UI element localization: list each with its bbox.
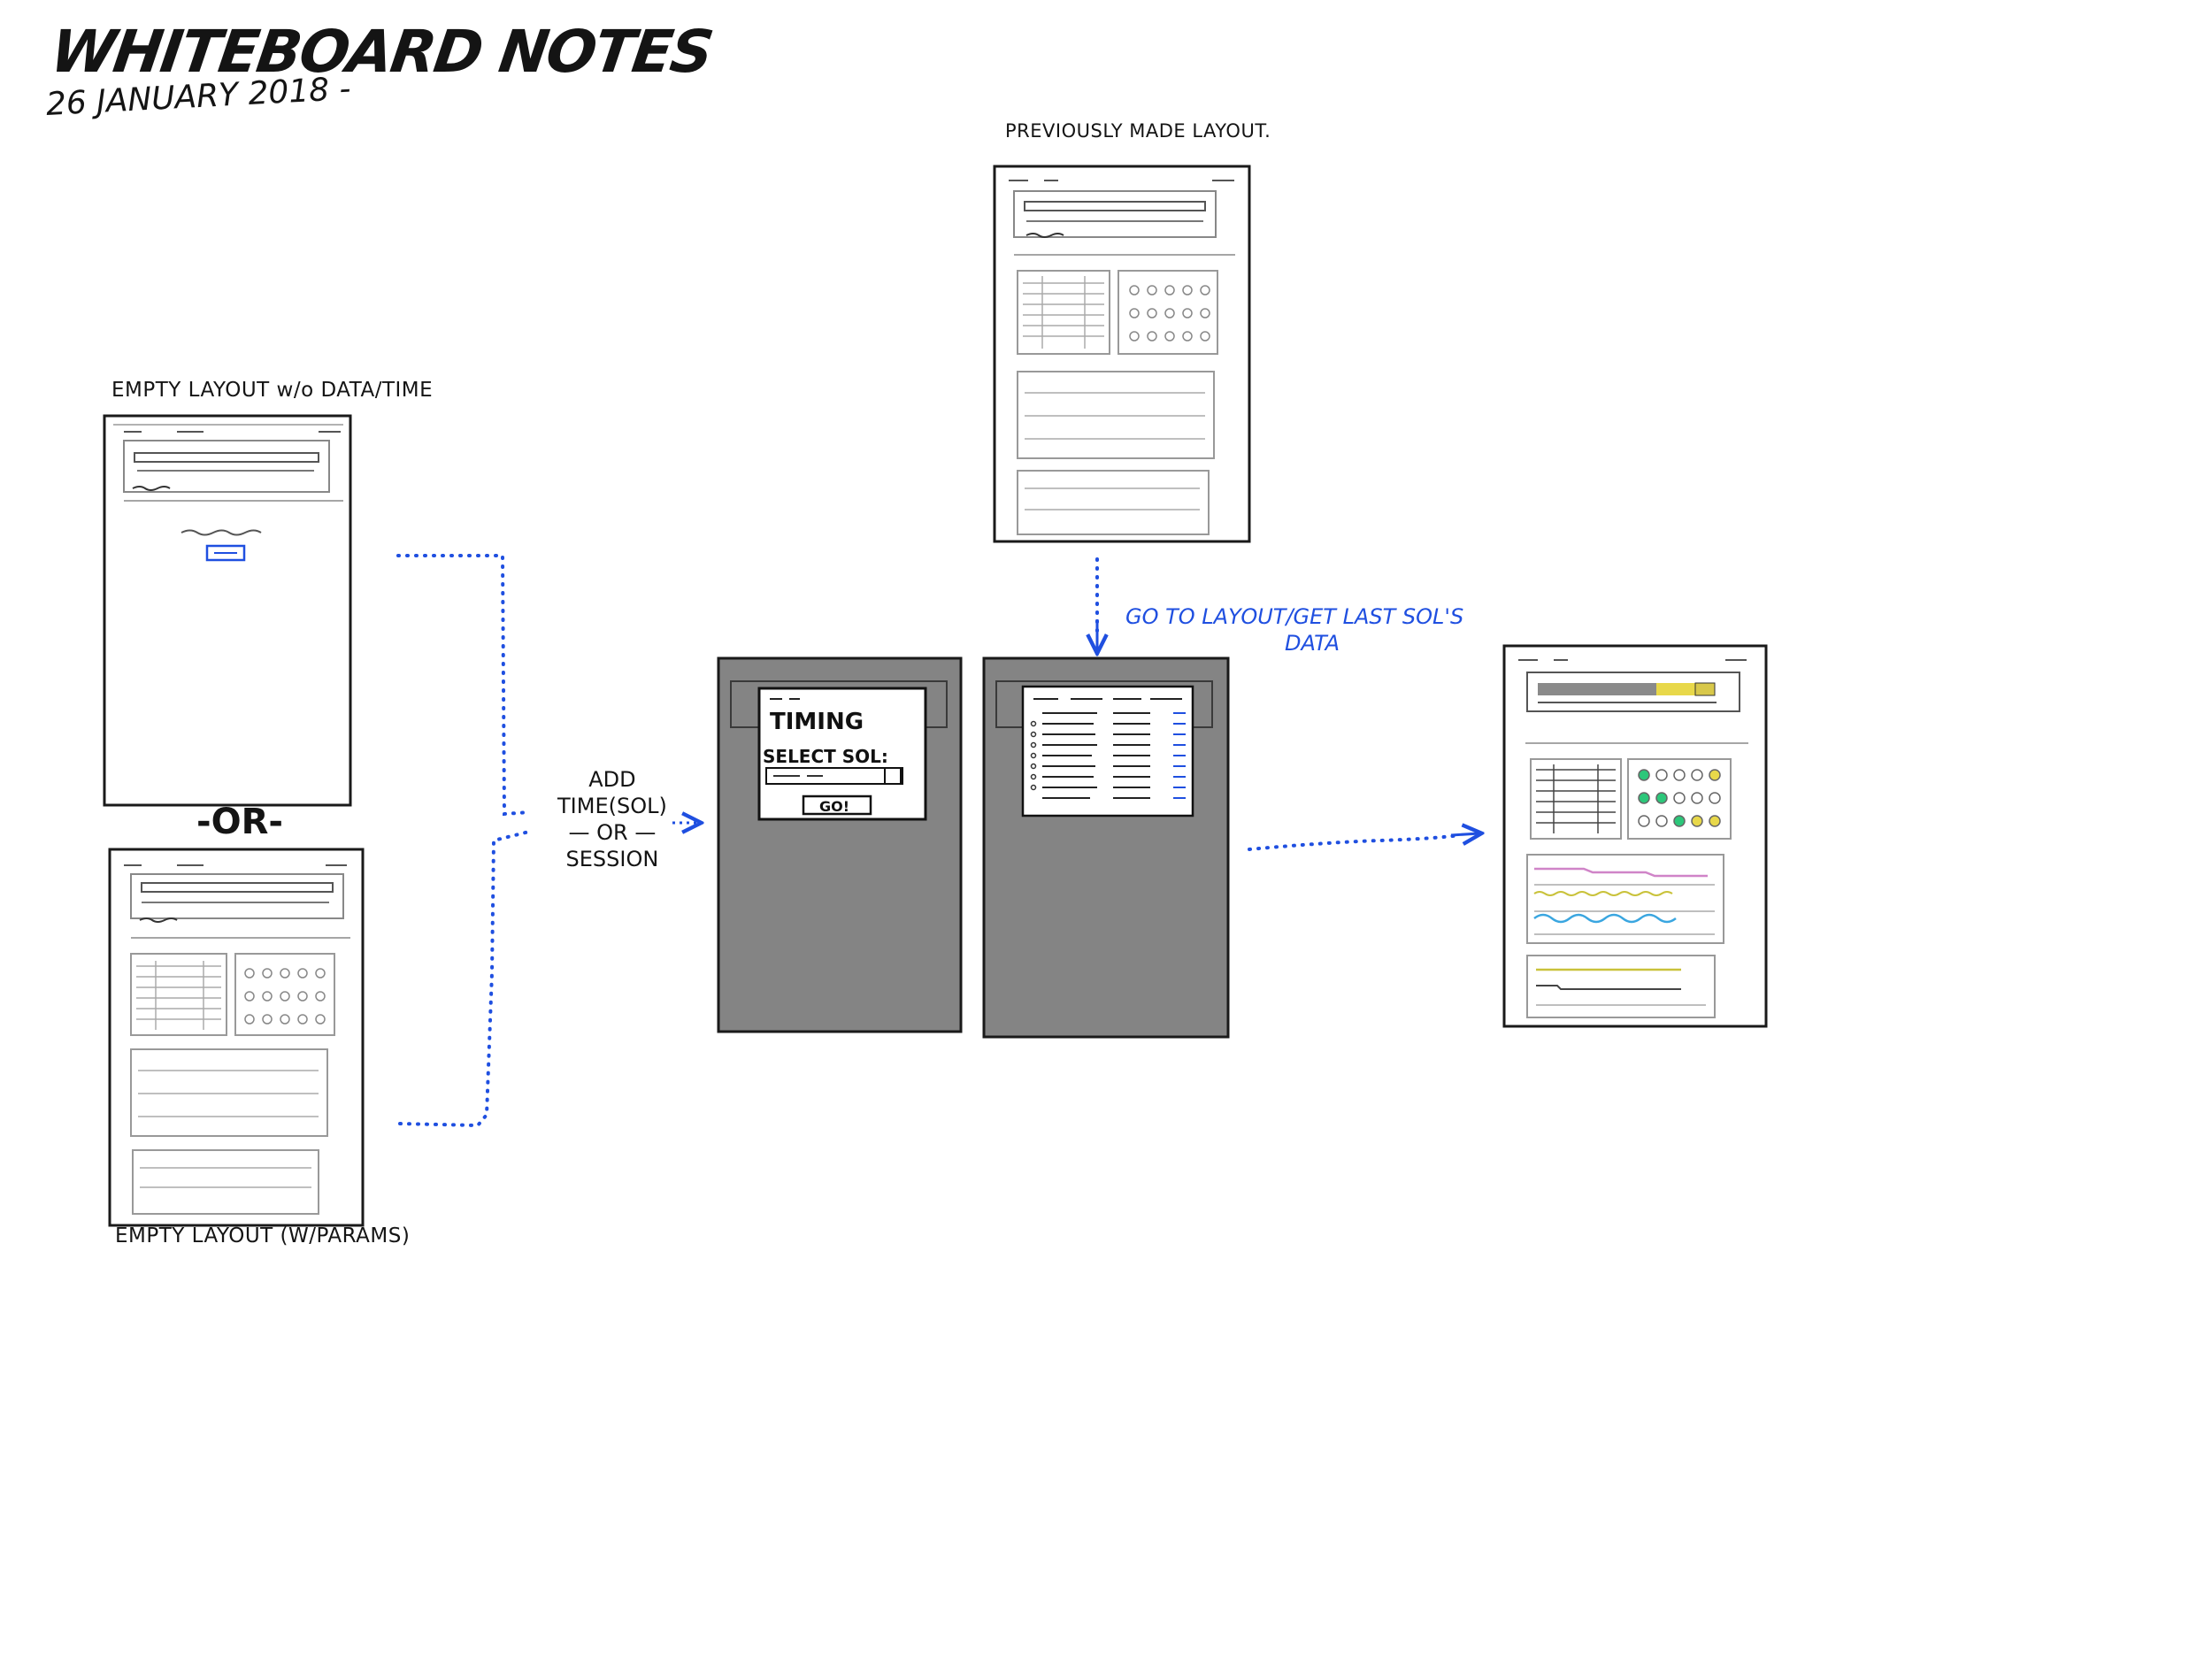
- label-empty-layout-with-params: EMPTY LAYOUT (W/PARAMS): [115, 1224, 411, 1247]
- wireframe-data-table-screen: [982, 656, 1230, 1039]
- label-previously-made-layout: PREVIOUSLY MADE LAYOUT.: [1005, 120, 1271, 142]
- flow-arrowheads: [672, 619, 1479, 835]
- highlight-bar: [1656, 683, 1695, 695]
- label-empty-layout-no-data: EMPTY LAYOUT w/o DATA/TIME: [111, 379, 434, 402]
- wireframe-cta-button: [205, 544, 246, 562]
- goto-layout-line-2: DATA: [1285, 631, 1340, 656]
- goto-layout-line-1: GO TO LAYOUT/GET LAST SOL'S: [1125, 604, 1464, 629]
- sol-select: [765, 767, 902, 785]
- label-add-time-or-session: ADD TIME(SOL) — OR — SESSION: [557, 766, 667, 872]
- go-button: [802, 794, 872, 816]
- add-time-line-4: SESSION: [565, 847, 659, 871]
- label-goto-layout: GO TO LAYOUT/GET LAST SOL'S DATA: [1125, 603, 1463, 656]
- timing-modal: [757, 687, 927, 821]
- wireframe-empty-with-params: [108, 848, 365, 1227]
- flow-connectors: [396, 554, 1462, 1128]
- go-button-label: GO!: [819, 798, 849, 815]
- add-time-line-1: ADD: [588, 767, 636, 792]
- add-time-line-2: TIME(SOL): [557, 794, 667, 818]
- add-time-line-3: — OR —: [568, 820, 657, 845]
- data-table-popup: [1021, 685, 1194, 817]
- modal-prompt: SELECT SOL:: [763, 746, 888, 767]
- wireframe-timing-modal-screen: TIMING SELECT SOL: GO!: [717, 656, 963, 1033]
- modal-title: TIMING: [770, 709, 864, 735]
- wireframe-populated-layout: [1502, 644, 1768, 1028]
- wireframe-empty-no-data: [103, 414, 352, 807]
- label-or-divider: -OR-: [196, 802, 284, 842]
- wireframe-previous-layout: [993, 165, 1251, 543]
